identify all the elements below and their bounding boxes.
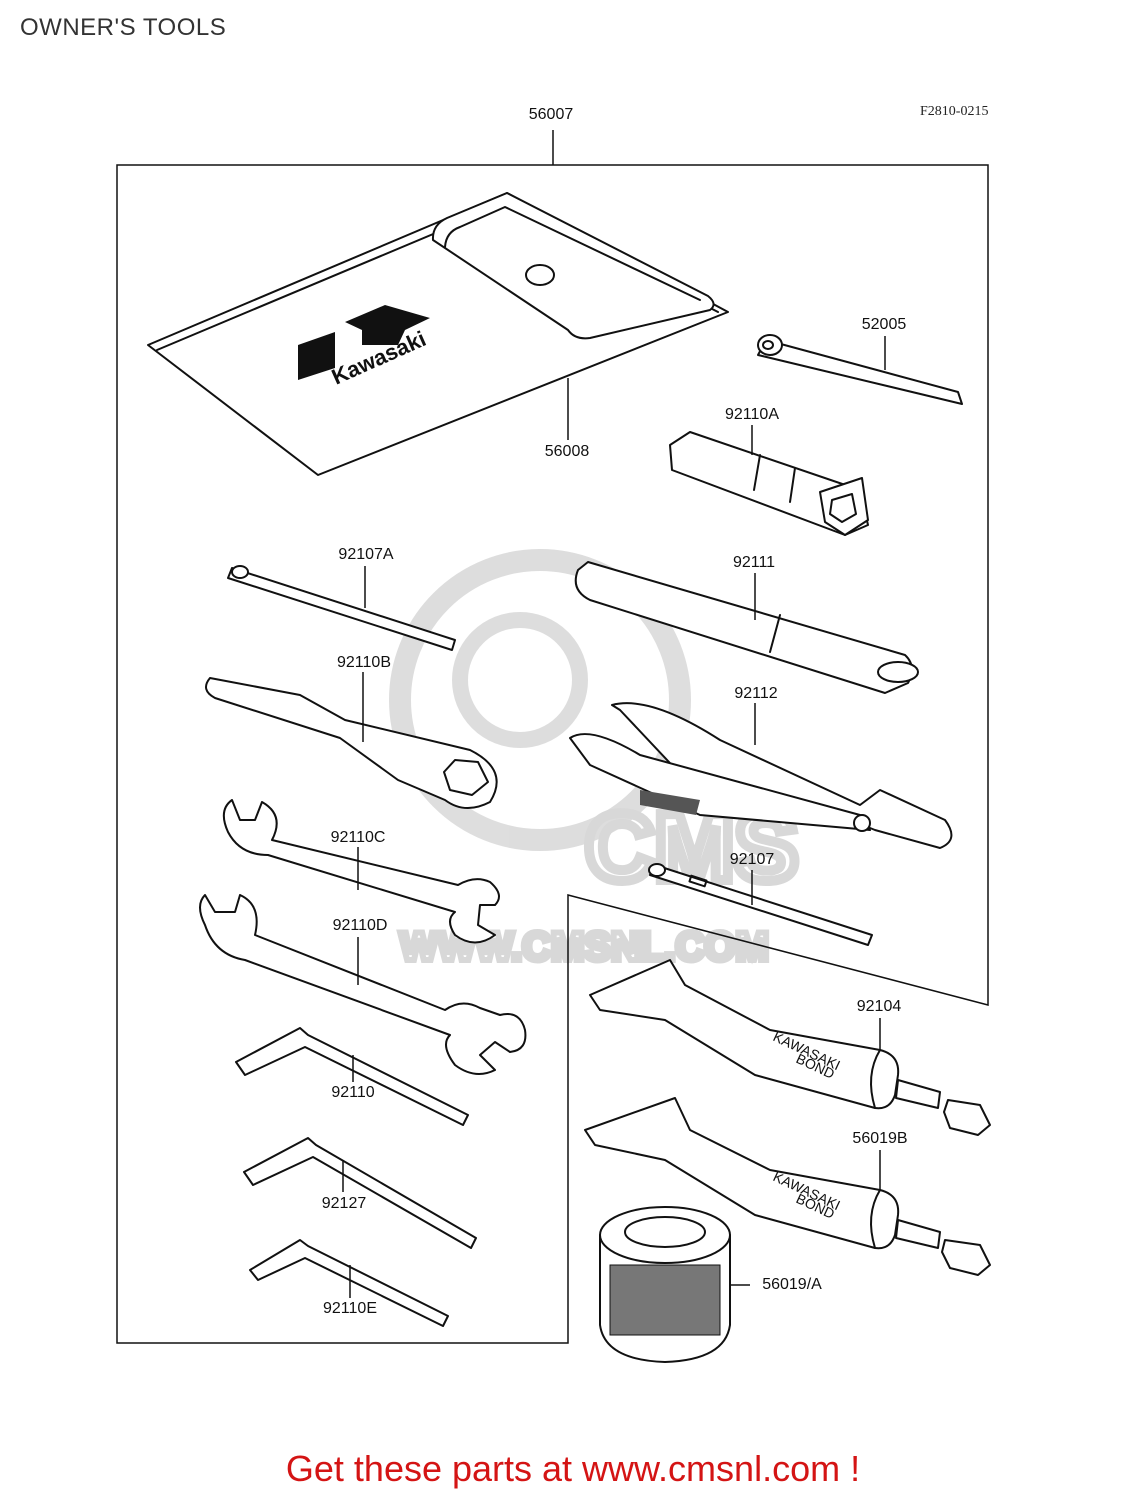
label-92110D: 92110D bbox=[332, 917, 388, 934]
label-92104: 92104 bbox=[856, 998, 902, 1015]
page-title: OWNER'S TOOLS bbox=[20, 14, 227, 41]
plug-socket bbox=[669, 431, 869, 536]
label-92110C: 92110C bbox=[330, 829, 386, 846]
label-92110: 92110 bbox=[331, 1084, 375, 1101]
cta-link[interactable]: Get these parts at www.cmsnl.com ! bbox=[285, 1448, 861, 1489]
kit-outline bbox=[116, 164, 989, 1344]
label-56008: 56008 bbox=[544, 443, 590, 460]
label-56019A: 56019/A bbox=[762, 1276, 822, 1293]
hex-key-92127 bbox=[243, 1137, 477, 1249]
label-92107A: 92107A bbox=[338, 546, 394, 563]
label-52005: 52005 bbox=[861, 316, 907, 333]
spark-plug-bar bbox=[757, 334, 963, 405]
label-92127: 92127 bbox=[321, 1195, 367, 1212]
open-wrench-d bbox=[199, 894, 527, 1075]
open-wrench-c bbox=[222, 799, 500, 944]
label-92111: 92111 bbox=[732, 554, 776, 571]
label-92107: 92107 bbox=[729, 851, 775, 868]
label-92110E: 92110E bbox=[323, 1300, 377, 1317]
screwdriver-blade bbox=[648, 863, 873, 946]
drawing-code: F2810-0215 bbox=[920, 104, 989, 119]
screwdriver-blade-a bbox=[227, 565, 456, 651]
label-92110A: 92110A bbox=[725, 406, 779, 423]
label-56019B: 56019B bbox=[852, 1130, 908, 1147]
pliers bbox=[569, 702, 953, 849]
bond-tube-56019b: KAWASAKI BOND bbox=[584, 1097, 991, 1276]
label-92112: 92112 bbox=[734, 685, 778, 702]
label-56007: 56007 bbox=[528, 106, 574, 123]
label-92110B: 92110B bbox=[337, 654, 391, 671]
ring-wrench bbox=[205, 677, 498, 809]
hex-key-92110e bbox=[249, 1239, 449, 1327]
screwdriver-handle bbox=[574, 561, 919, 694]
grease-can bbox=[599, 1206, 731, 1363]
parts-diagram: CMS WWW.CMSNL.COM Kawasaki bbox=[116, 130, 991, 1363]
tool-bag: Kawasaki bbox=[147, 192, 729, 476]
hex-key-92110 bbox=[235, 1027, 469, 1126]
